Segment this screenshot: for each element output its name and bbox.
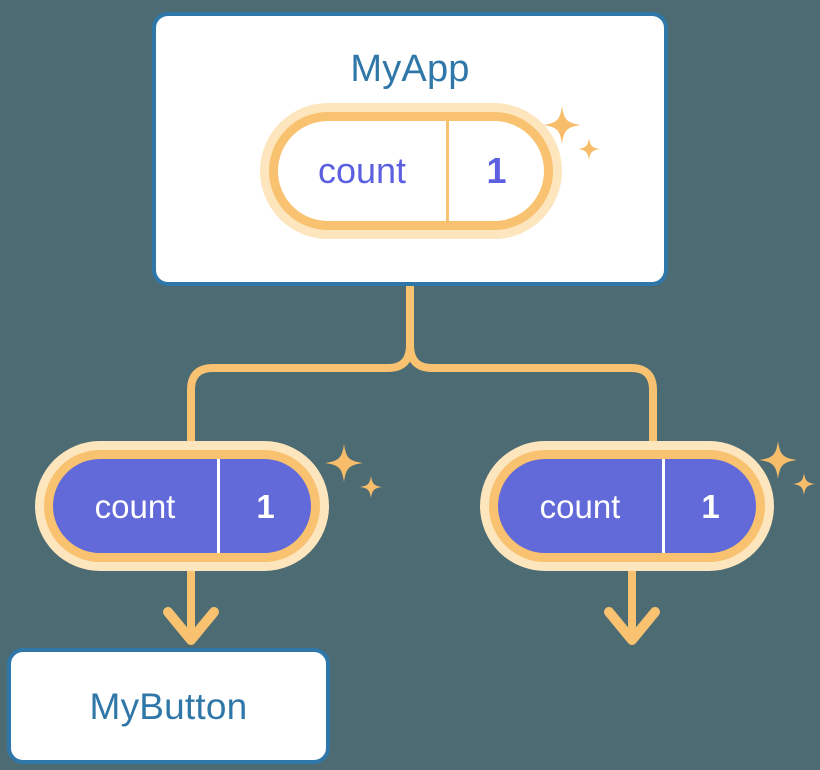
node-label: MyButton xyxy=(89,685,248,727)
state-key-label: count xyxy=(317,150,407,191)
state-pill-child-right[interactable]: count 1 xyxy=(489,450,765,562)
sparkle-group-right xyxy=(759,441,815,495)
branch-connector-icon xyxy=(187,282,414,456)
state-value-label: 1 xyxy=(662,459,756,553)
page-title: MyApp xyxy=(350,48,470,90)
state-pill-myapp[interactable]: count 1 xyxy=(269,112,553,230)
arrow-down-icon-right xyxy=(604,566,660,645)
sparkle-group-left xyxy=(325,444,382,498)
state-key-label: count xyxy=(94,487,176,525)
sparkle-icon xyxy=(325,444,363,482)
state-key-label: count xyxy=(539,487,621,525)
arrow-down-icon-left xyxy=(163,566,219,645)
state-value-label: 1 xyxy=(446,121,544,221)
state-pill[interactable]: count 1 xyxy=(44,450,320,562)
sparkle-icon-small xyxy=(793,473,815,495)
state-pill-child-left[interactable]: count 1 xyxy=(44,450,320,562)
state-pill[interactable]: count 1 xyxy=(269,112,553,230)
state-value-label: 1 xyxy=(217,459,311,553)
branch-connector-icon-right xyxy=(406,341,657,456)
sparkle-icon-small xyxy=(360,476,382,498)
state-pill[interactable]: count 1 xyxy=(489,450,765,562)
node-card-mybutton-left[interactable]: MyButton xyxy=(7,648,330,764)
